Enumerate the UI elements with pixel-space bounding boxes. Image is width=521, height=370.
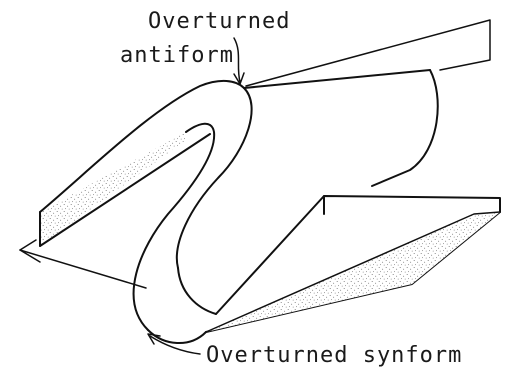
antiform-leader-arrow [234, 38, 244, 84]
folded-layer [40, 70, 500, 343]
antiform-label-line1: Overturned [148, 9, 290, 34]
lower-limb-end-face [206, 212, 500, 332]
synform-label: Overturned synform [206, 343, 462, 368]
antiform-label-line2: antiform [120, 43, 234, 68]
antiform-label: Overturned antiform [120, 9, 290, 68]
